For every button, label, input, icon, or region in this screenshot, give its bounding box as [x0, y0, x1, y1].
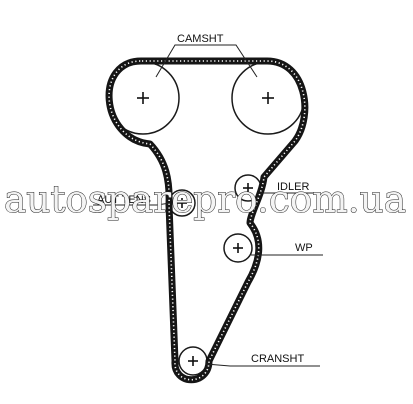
timing-belt — [105, 57, 309, 384]
camshaft-leader-lines — [155, 44, 258, 78]
camshaft-right-center-mark — [262, 92, 274, 104]
camshaft-left-center-mark — [137, 92, 149, 104]
crankshaft-label: CRANSHT — [251, 353, 304, 365]
idler-label: IDLER — [277, 181, 309, 193]
auto-tensioner-leader-line — [93, 202, 171, 206]
idler-center-mark — [243, 183, 253, 193]
water-pump-center-mark — [233, 243, 243, 253]
auto-tensioner-center-mark — [177, 198, 187, 208]
crankshaft-leader-line — [205, 363, 320, 367]
auto-tensioner-label: AUT TENS — [97, 194, 151, 206]
watermark-text: autosparepro.com.ua — [4, 178, 406, 221]
crankshaft-center-mark — [188, 356, 198, 366]
water-pump-label: WP — [295, 242, 313, 254]
camshaft-label: CAMSHT — [177, 33, 224, 45]
